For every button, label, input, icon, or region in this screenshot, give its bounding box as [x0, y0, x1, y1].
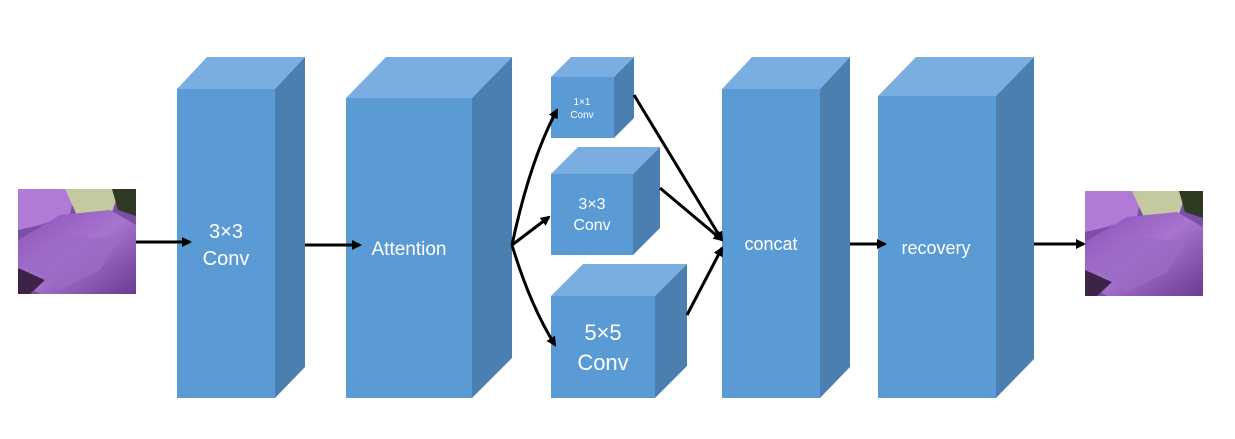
arrow-attention-to-conv3x3 [511, 215, 551, 247]
input-image [18, 189, 136, 294]
arrow-conv5x5-to-concat [685, 246, 724, 316]
concat-label: concat [744, 234, 797, 254]
output-image [1085, 191, 1203, 296]
conv1x1-block: 1×1 Conv [551, 57, 634, 138]
conv3x3-branch-label-line2: Conv [573, 217, 610, 234]
attention-label: Attention [372, 239, 447, 260]
arrow-attention-to-conv5x5 [510, 244, 557, 347]
recovery-label: recovery [901, 238, 970, 258]
concat-block: concat [722, 57, 850, 398]
conv3x3-branch-label-line1: 3×3 [578, 196, 605, 213]
conv3x3-label-line1: 3×3 [209, 221, 243, 243]
conv5x5-label-line2: Conv [577, 350, 628, 375]
arrow-attention-to-conv1x1 [510, 108, 559, 246]
conv5x5-label-line1: 5×5 [584, 320, 621, 345]
conv3x3-branch-block: 3×3 Conv [551, 147, 660, 255]
conv3x3-block: 3×3 Conv [177, 57, 305, 398]
recovery-block: recovery [878, 57, 1034, 398]
attention-block: Attention [346, 57, 512, 398]
conv1x1-label-line2: Conv [570, 110, 593, 121]
conv1x1-label-line1: 1×1 [574, 97, 591, 108]
arrow-conv1x1-to-concat [632, 94, 724, 242]
conv5x5-block: 5×5 Conv [551, 264, 687, 398]
arrow-conv3x3-to-concat [659, 186, 724, 242]
conv3x3-label-line2: Conv [203, 248, 250, 270]
